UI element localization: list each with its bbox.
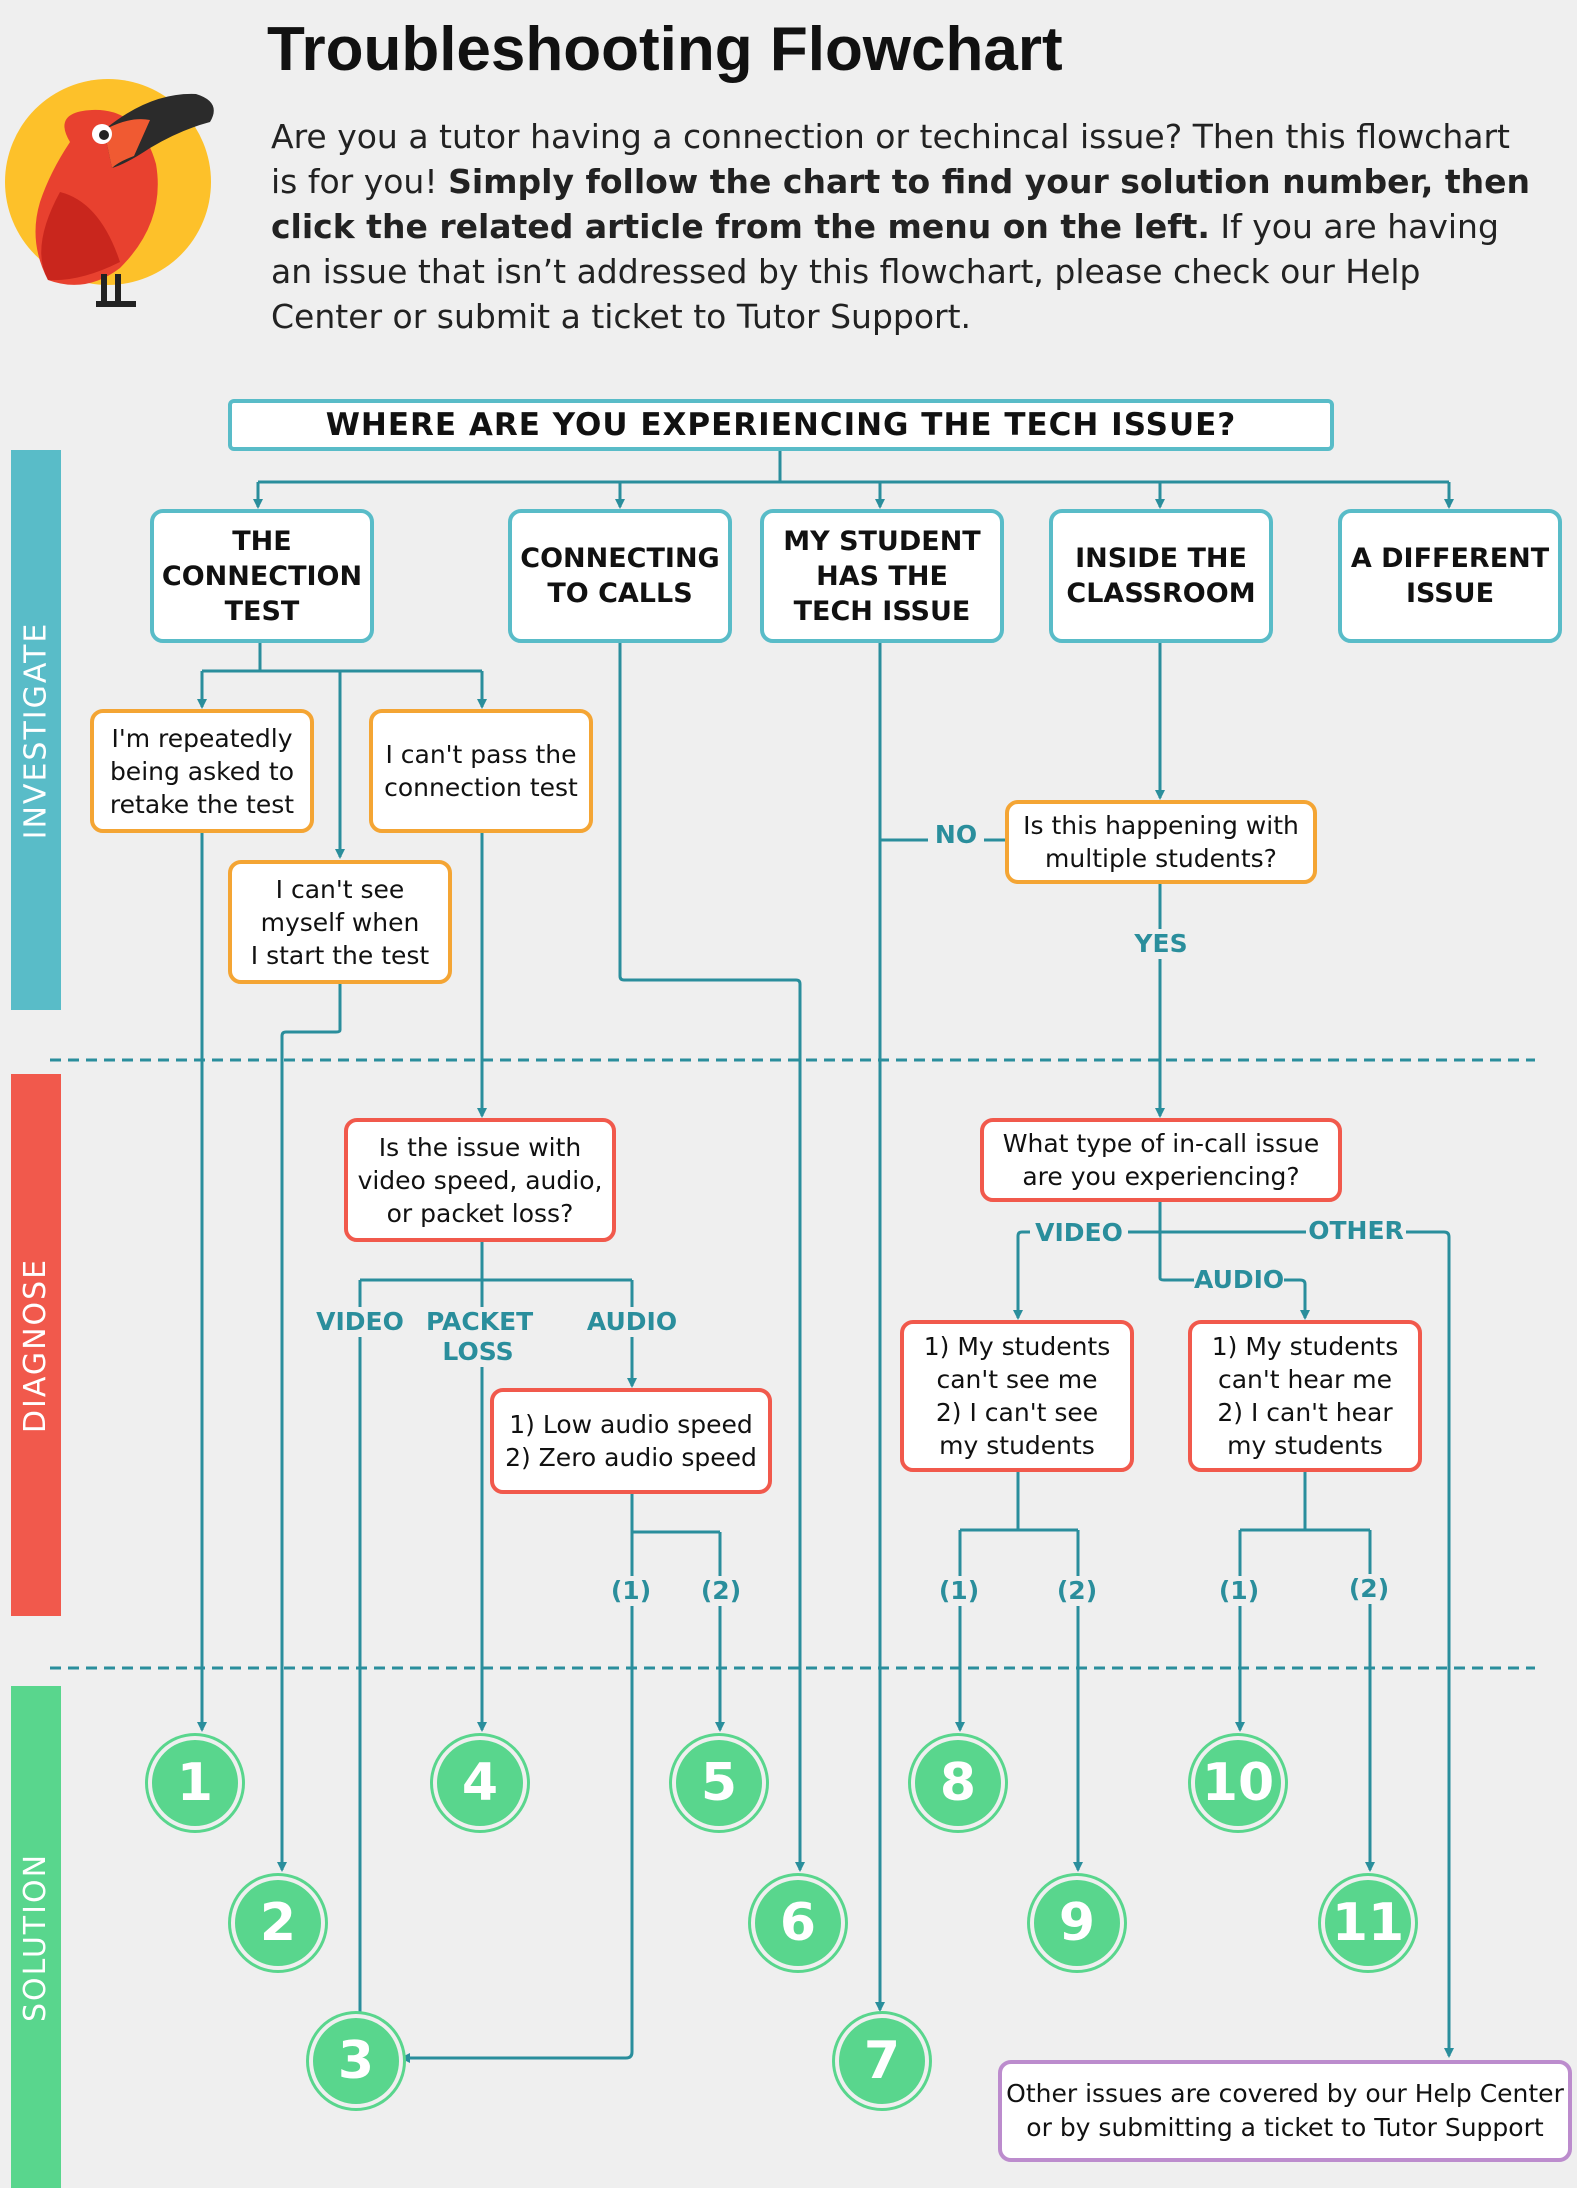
label-audio: AUDIO [584,1307,680,1337]
mascot-toucan-icon [0,72,230,332]
category-connecting-to-calls: CONNECTING TO CALLS [508,509,732,643]
label-packet-loss: PACKET LOSS [426,1307,534,1367]
diagnose-incall-issue: What type of in-call issue are you exper… [980,1118,1342,1202]
solution-10[interactable]: 10 [1191,1736,1285,1830]
label-other: OTHER [1306,1216,1406,1246]
investigate-band [11,450,61,1010]
label-hear-opt2: (2) [1344,1574,1394,1604]
diagnose-audio-speed: 1) Low audio speed 2) Zero audio speed [490,1388,772,1494]
label-video-incall: VIDEO [1030,1218,1128,1248]
diagnose-band [11,1074,61,1616]
label-no: NO [928,820,984,850]
diagnose-audio-issue: 1) My students can't hear me 2) I can't … [1188,1320,1422,1472]
category-connection-test: THE CONNECTION TEST [150,509,374,643]
question-cant-pass: I can't pass the connection test [369,709,593,833]
category-inside-classroom: INSIDE THE CLASSROOM [1049,509,1273,643]
solution-8[interactable]: 8 [911,1736,1005,1830]
solution-6[interactable]: 6 [751,1876,845,1970]
solution-11[interactable]: 11 [1321,1876,1415,1970]
other-issues-note: Other issues are covered by our Help Cen… [998,2060,1572,2162]
category-different-issue: A DIFFERENT ISSUE [1338,509,1562,643]
diagnose-issue-type: Is the issue with video speed, audio, or… [344,1118,616,1242]
label-audio-incall: AUDIO [1194,1265,1285,1295]
question-retake-test: I'm repeatedly being asked to retake the… [90,709,314,833]
page-title: Troubleshooting Flowchart [267,15,1063,84]
label-audio-opt1: (1) [606,1576,656,1606]
solution-7[interactable]: 7 [835,2014,929,2108]
label-audio-opt2: (2) [696,1576,746,1606]
category-student-issue: MY STUDENT HAS THE TECH ISSUE [760,509,1004,643]
solution-1[interactable]: 1 [148,1736,242,1830]
label-video: VIDEO [312,1307,408,1337]
solution-band [11,1686,61,2188]
solution-9[interactable]: 9 [1030,1876,1124,1970]
solution-2[interactable]: 2 [231,1876,325,1970]
question-multiple-students: Is this happening with multiple students… [1005,800,1317,884]
diagnose-video-issue: 1) My students can't see me 2) I can't s… [900,1320,1134,1472]
question-cant-see-myself: I can't see myself when I start the test [228,860,452,984]
root-question-box: WHERE ARE YOU EXPERIENCING THE TECH ISSU… [228,399,1334,451]
intro-bold: Simply follow the chart to find your sol… [271,162,1531,246]
label-hear-opt1: (1) [1214,1576,1264,1606]
section-dividers [50,1058,1535,1670]
label-yes: YES [1130,929,1192,959]
solution-3[interactable]: 3 [309,2014,403,2108]
label-video-opt2: (2) [1052,1576,1102,1606]
intro-text: Are you a tutor having a connection or t… [271,114,1531,339]
intro-part2: If you are having an issue that isn’t ad… [271,207,1499,336]
label-video-opt1: (1) [934,1576,984,1606]
solution-5[interactable]: 5 [672,1736,766,1830]
solution-4[interactable]: 4 [433,1736,527,1830]
intro-part1: Are you a tutor having a connection or t… [271,117,1510,201]
